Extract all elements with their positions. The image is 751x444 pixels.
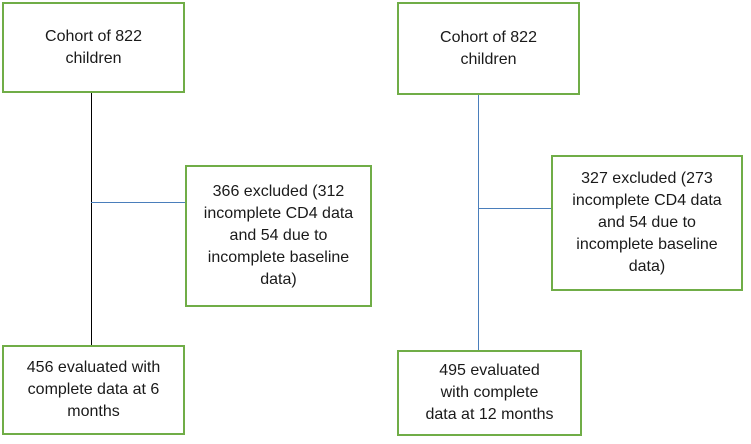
right-cohort-box: Cohort of 822 children xyxy=(397,2,580,95)
right-excluded-box: 327 excluded (273 incomplete CD4 data an… xyxy=(551,155,743,291)
left-excluded-box: 366 excluded (312 incomplete CD4 data an… xyxy=(185,165,372,307)
left-cohort-box: Cohort of 822 children xyxy=(2,2,185,93)
right-evaluated-box: 495 evaluated with complete data at 12 m… xyxy=(397,350,582,436)
right-excluded-text: 327 excluded (273 incomplete CD4 data an… xyxy=(572,170,722,275)
right-trunk-connector xyxy=(478,95,479,350)
left-trunk-connector xyxy=(91,93,92,345)
left-evaluated-box: 456 evaluated with complete data at 6 mo… xyxy=(2,345,185,435)
right-evaluated-text: 495 evaluated with complete data at 12 m… xyxy=(425,362,554,423)
right-cohort-text: Cohort of 822 children xyxy=(440,28,537,68)
right-exclusion-connector xyxy=(478,208,551,209)
left-evaluated-text: 456 evaluated with complete data at 6 mo… xyxy=(26,359,161,420)
left-exclusion-connector xyxy=(91,202,185,203)
left-excluded-text: 366 excluded (312 incomplete CD4 data an… xyxy=(203,183,354,288)
left-cohort-text: Cohort of 822 children xyxy=(45,27,142,67)
